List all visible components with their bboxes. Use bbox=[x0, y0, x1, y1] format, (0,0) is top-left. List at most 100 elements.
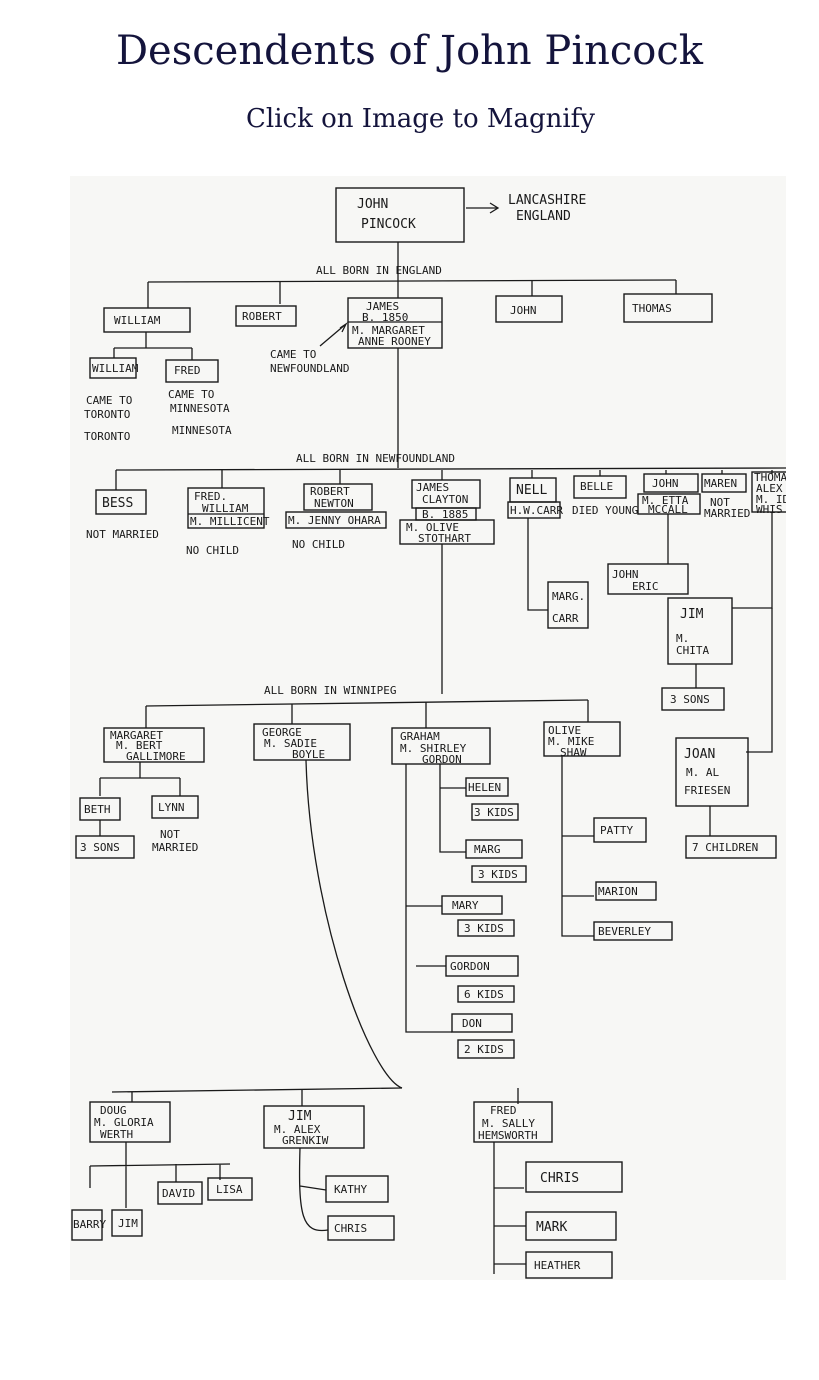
svg-text:CARR: CARR bbox=[552, 612, 579, 625]
node-john-gen1: JOHN bbox=[495, 295, 563, 323]
svg-text:NEWTON: NEWTON bbox=[314, 497, 354, 510]
svg-text:BELLE: BELLE bbox=[580, 480, 613, 493]
svg-text:MCCALL: MCCALL bbox=[648, 503, 688, 516]
family-tree-image[interactable]: JOHN PINCOCK LANCASHIRE ENGLAND ALL BORN… bbox=[70, 176, 786, 1280]
family-tree-diagram: JOHN PINCOCK LANCASHIRE ENGLAND ALL BORN… bbox=[71, 187, 786, 1279]
svg-text:M. OLIVE: M. OLIVE bbox=[406, 521, 459, 534]
svg-text:3 KIDS: 3 KIDS bbox=[464, 922, 504, 935]
svg-text:GALLIMORE: GALLIMORE bbox=[126, 750, 186, 763]
svg-text:3 SONS: 3 SONS bbox=[670, 693, 710, 706]
svg-text:BETH: BETH bbox=[84, 803, 111, 816]
svg-text:M. MILLICENT: M. MILLICENT bbox=[190, 515, 270, 528]
svg-text:HELEN: HELEN bbox=[468, 781, 501, 794]
node-jim-small: JIM bbox=[111, 1209, 143, 1237]
svg-text:GRENKIW: GRENKIW bbox=[282, 1134, 329, 1147]
node-jim-chita: JIM M. CHITA bbox=[667, 597, 733, 665]
svg-text:KATHY: KATHY bbox=[334, 1183, 367, 1196]
svg-text:M. ALEX: M. ALEX bbox=[274, 1123, 321, 1136]
svg-text:M. SHIRLEY: M. SHIRLEY bbox=[400, 742, 467, 755]
svg-text:NEWFOUNDLAND: NEWFOUNDLAND bbox=[270, 362, 349, 375]
svg-text:ROBERT: ROBERT bbox=[310, 485, 350, 498]
node-lynn: LYNN bbox=[151, 795, 199, 819]
node-don: DON bbox=[451, 1013, 513, 1033]
svg-text:NOT: NOT bbox=[710, 496, 730, 509]
svg-text:BESS: BESS bbox=[102, 496, 133, 511]
node-barry: BARRY bbox=[71, 1209, 106, 1241]
node-maren: MAREN NOT MARRIED bbox=[701, 473, 750, 520]
svg-text:M. ETTA: M. ETTA bbox=[642, 494, 689, 507]
svg-text:M. SADIE: M. SADIE bbox=[264, 737, 317, 750]
svg-text:BARRY: BARRY bbox=[73, 1218, 106, 1231]
node-robert-newton: ROBERT NEWTON M. JENNY OHARA bbox=[285, 483, 387, 529]
svg-text:JAMES: JAMES bbox=[416, 481, 449, 494]
svg-text:PATTY: PATTY bbox=[600, 824, 633, 837]
svg-text:MARY: MARY bbox=[452, 899, 479, 912]
svg-text:TORONTO: TORONTO bbox=[84, 430, 130, 443]
node-joan-friesen: JOAN M. AL FRIESEN bbox=[675, 737, 749, 807]
svg-text:6 KIDS: 6 KIDS bbox=[464, 988, 504, 1001]
node-chris-jim: CHRIS bbox=[327, 1215, 395, 1241]
node-beth: BETH bbox=[79, 797, 121, 821]
svg-text:GEORGE: GEORGE bbox=[262, 726, 302, 739]
svg-text:GORDON: GORDON bbox=[422, 753, 462, 766]
svg-text:BOYLE: BOYLE bbox=[292, 748, 325, 761]
note-came-to-newfoundland: CAME TO NEWFOUNDLAND bbox=[270, 348, 349, 375]
note-lancashire: LANCASHIRE ENGLAND bbox=[508, 193, 586, 224]
svg-text:M. MIKE: M. MIKE bbox=[548, 735, 594, 748]
node-mark: MARK bbox=[525, 1211, 617, 1241]
svg-text:3 SONS: 3 SONS bbox=[80, 841, 120, 854]
svg-text:M. BERT: M. BERT bbox=[116, 739, 163, 752]
svg-text:3 KIDS: 3 KIDS bbox=[474, 806, 514, 819]
node-heather: HEATHER bbox=[525, 1251, 613, 1279]
svg-text:ALEX: ALEX bbox=[756, 482, 783, 495]
svg-text:BEVERLEY: BEVERLEY bbox=[598, 925, 651, 938]
svg-text:LYNN: LYNN bbox=[158, 801, 185, 814]
node-john-pincock: JOHN PINCOCK bbox=[335, 187, 465, 243]
svg-text:JOHN: JOHN bbox=[510, 304, 537, 317]
svg-text:MINNESOTA: MINNESOTA bbox=[172, 424, 232, 437]
svg-text:JIM: JIM bbox=[288, 1109, 312, 1124]
svg-text:SHAW: SHAW bbox=[560, 746, 587, 759]
svg-text:MARION: MARION bbox=[598, 885, 638, 898]
note-fred-no-child: NO CHILD bbox=[186, 544, 239, 557]
svg-text:THOMAS: THOMAS bbox=[754, 471, 786, 484]
svg-text:2 KIDS: 2 KIDS bbox=[464, 1043, 504, 1056]
svg-text:MARRIED: MARRIED bbox=[704, 507, 750, 520]
svg-text:PINCOCK: PINCOCK bbox=[361, 217, 416, 232]
svg-text:TORONTO: TORONTO bbox=[84, 408, 130, 421]
node-george-boyle: GEORGE M. SADIE BOYLE bbox=[253, 723, 351, 761]
label-born-winnipeg: ALL BORN IN WINNIPEG bbox=[264, 684, 396, 697]
svg-text:MARGARET: MARGARET bbox=[110, 729, 163, 742]
node-james-clayton: JAMES CLAYTON B. 1885 M. OLIVE STOTHART bbox=[399, 479, 495, 545]
svg-text:MARRIED: MARRIED bbox=[152, 841, 198, 854]
svg-text:ERIC: ERIC bbox=[632, 580, 659, 593]
svg-text:MINNESOTA: MINNESOTA bbox=[170, 402, 230, 415]
svg-text:DON: DON bbox=[462, 1017, 482, 1030]
svg-text:ANNE ROONEY: ANNE ROONEY bbox=[358, 335, 431, 348]
label-born-newfoundland: ALL BORN IN NEWFOUNDLAND bbox=[296, 452, 455, 465]
note-bess: NOT MARRIED bbox=[86, 528, 159, 541]
svg-text:7 CHILDREN: 7 CHILDREN bbox=[692, 841, 758, 854]
node-helen: HELEN bbox=[465, 777, 509, 797]
svg-text:MARK: MARK bbox=[536, 1220, 567, 1235]
svg-text:LANCASHIRE: LANCASHIRE bbox=[508, 193, 586, 208]
node-william: WILLIAM bbox=[103, 307, 191, 333]
svg-text:WILLIAM: WILLIAM bbox=[114, 314, 161, 327]
svg-text:CHRIS: CHRIS bbox=[334, 1222, 367, 1235]
node-mary: MARY bbox=[441, 895, 503, 915]
svg-text:CAME TO: CAME TO bbox=[270, 348, 316, 361]
svg-text:M. GLORIA: M. GLORIA bbox=[94, 1116, 154, 1129]
node-david: DAVID bbox=[157, 1181, 203, 1205]
svg-text:FRED.: FRED. bbox=[194, 490, 227, 503]
node-lisa: LISA bbox=[207, 1177, 253, 1201]
svg-text:ROBERT: ROBERT bbox=[242, 310, 282, 323]
node-olive-shaw: OLIVE M. MIKE SHAW bbox=[543, 721, 621, 759]
node-marg: MARG bbox=[465, 839, 523, 859]
node-gordon-kids: 6 KIDS bbox=[457, 985, 515, 1003]
note-belle: DIED YOUNG bbox=[572, 504, 638, 517]
node-bess: BESS bbox=[95, 489, 147, 515]
svg-text:DAVID: DAVID bbox=[162, 1187, 195, 1200]
node-james-1850: JAMES B. 1850 M. MARGARET ANNE ROONEY bbox=[347, 297, 443, 349]
svg-text:M.: M. bbox=[676, 632, 689, 645]
svg-text:THOMAS: THOMAS bbox=[632, 302, 672, 315]
